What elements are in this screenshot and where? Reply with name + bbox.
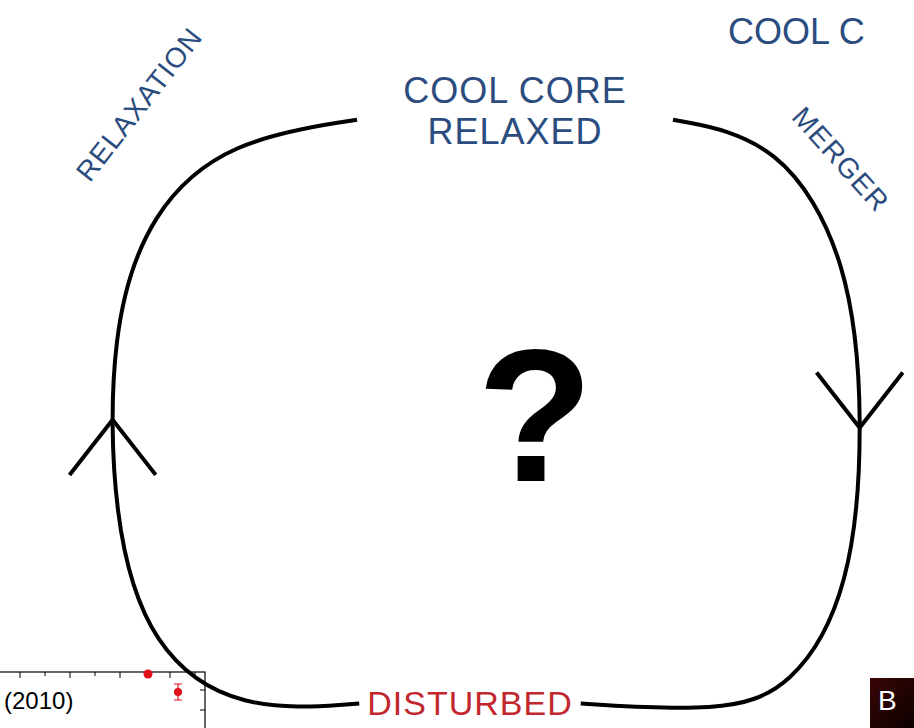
data-point (144, 670, 153, 679)
cut-heading: COOL C (728, 12, 865, 52)
arc-line (113, 120, 360, 707)
cut-text: B (878, 686, 897, 717)
citation-year: (2010) (4, 688, 73, 714)
cycle-arrow (70, 120, 360, 707)
state-label: DISTURBED (367, 684, 572, 723)
image-fragment (870, 678, 914, 728)
error-bar (174, 684, 182, 700)
plot-fragment (0, 670, 205, 728)
arrow-label: MERGER (785, 102, 894, 218)
question-mark: ? (477, 311, 593, 520)
state-label: COOL CORE RELAXED (365, 70, 665, 153)
cycle-arrow (581, 120, 903, 708)
cycle-state: COOL CORE RELAXED (365, 70, 665, 153)
arc-line (581, 120, 860, 708)
arrow-head (70, 420, 156, 475)
arrow-head (817, 373, 903, 428)
arrow-label: RELAXATION (71, 23, 209, 188)
cycle-state: DISTURBED (367, 684, 572, 723)
plot-frame (0, 672, 205, 728)
